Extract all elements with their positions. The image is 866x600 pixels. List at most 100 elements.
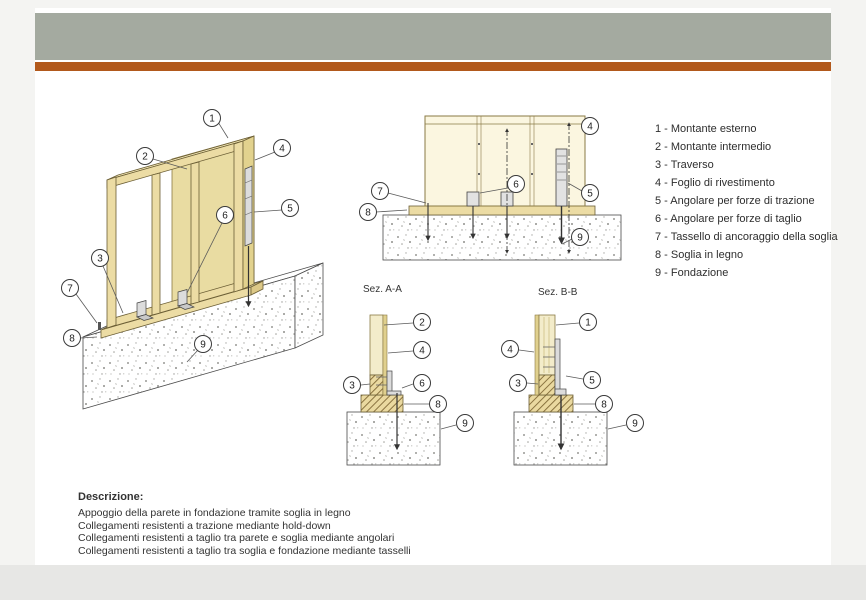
callout-3: 3 [343,376,361,394]
legend-item: 7 - Tassello di ancoraggio della soglia [655,231,838,243]
traverso-section [538,374,556,396]
callout-8: 8 [429,395,447,413]
svg-text:9: 9 [577,233,583,244]
intermediate-stud [190,161,200,305]
callout-9: 9 [571,228,589,246]
svg-text:8: 8 [365,208,371,219]
sill-section [528,394,574,413]
svg-text:2: 2 [419,318,425,329]
svg-text:4: 4 [419,346,425,357]
angle-bracket-elevation [466,191,480,240]
bottom-strip [0,565,866,600]
section-label-aa: Sez. A-A [363,284,402,295]
header-band-gray [35,13,831,60]
angle-bracket-iso [136,300,154,321]
callout-9: 9 [626,414,644,432]
callout-9: 9 [194,335,212,353]
legend-item: 8 - Soglia in legno [655,249,744,261]
svg-text:1: 1 [585,318,591,329]
callout-4: 4 [273,139,291,157]
angle-bracket-section [376,370,402,451]
callout-7: 7 [61,279,79,297]
legend-item: 3 - Traverso [655,159,714,171]
svg-text:7: 7 [67,284,73,295]
svg-text:3: 3 [515,379,521,390]
callout-3: 3 [91,249,109,267]
description-block: Descrizione: Appoggio della parete in fo… [78,491,638,557]
svg-text:8: 8 [601,400,607,411]
callout-4: 4 [581,117,599,135]
anchor-dowel-iso [98,322,101,330]
svg-text:5: 5 [287,204,293,215]
svg-text:1: 1 [209,114,215,125]
svg-text:6: 6 [419,379,425,390]
stud-section [369,314,384,376]
section-bb-view: 1 4 3 5 8 9 [501,313,644,466]
wall-frame-iso [106,135,255,329]
callout-6: 6 [216,206,234,224]
hold-down-section [543,338,567,451]
intermediate-stud [151,172,161,316]
header-band-orange [35,62,831,71]
left-stud [106,176,117,329]
angle-bracket-iso [177,289,195,310]
svg-text:4: 4 [507,345,513,356]
callout-9: 9 [456,414,474,432]
svg-text:4: 4 [587,122,593,133]
callout-1: 1 [579,313,597,331]
callout-7: 7 [371,182,389,200]
svg-text:5: 5 [587,189,593,200]
svg-text:9: 9 [632,419,638,430]
svg-text:3: 3 [97,254,103,265]
svg-text:5: 5 [589,376,595,387]
svg-text:8: 8 [69,334,75,345]
foundation-section [346,411,441,466]
callout-8: 8 [359,203,377,221]
svg-text:8: 8 [435,400,441,411]
callout-3: 3 [509,374,527,392]
callout-6: 6 [413,374,431,392]
svg-text:9: 9 [462,419,468,430]
sheathing-section [382,314,388,396]
description-line: Collegamenti resistenti a trazione media… [78,519,331,532]
isometric-view: 1 2 4 5 6 3 7 8 9 [61,109,324,410]
callout-6: 6 [507,175,525,193]
svg-text:6: 6 [222,211,228,222]
svg-text:2: 2 [142,152,148,163]
stud-section [538,314,556,376]
callout-5: 5 [583,371,601,389]
sill-elevation [408,205,596,216]
hold-down-iso [244,165,253,308]
elevation-view: 4 6 5 7 8 9 [359,115,622,261]
legend-item: 4 - Foglio di rivestimento [655,177,775,189]
legend-item: 2 - Montante intermedio [655,141,772,153]
legend-item: 9 - Fondazione [655,267,729,279]
svg-text:7: 7 [377,187,383,198]
section-aa-view: 2 4 3 6 8 9 [343,313,474,466]
sheathing-section [534,314,540,396]
svg-text:4: 4 [279,144,285,155]
callout-4: 4 [501,340,519,358]
svg-text:6: 6 [513,180,519,191]
legend-item: 5 - Angolare per forze di trazione [655,195,815,207]
svg-text:3: 3 [349,381,355,392]
right-stud [233,140,244,293]
callout-2: 2 [413,313,431,331]
callout-8: 8 [595,395,613,413]
slide-canvas: 1 2 4 5 6 3 7 8 9 [35,8,838,565]
svg-text:9: 9 [200,340,206,351]
callout-2: 2 [136,147,154,165]
callout-1: 1 [203,109,221,127]
legend-item: 6 - Angolare per forze di taglio [655,213,802,225]
technical-drawing: 1 2 4 5 6 3 7 8 9 [61,109,644,466]
section-label-bb: Sez. B-B [538,287,578,298]
callout-5: 5 [281,199,299,217]
description-line: Collegamenti resistenti a taglio tra par… [78,532,395,544]
callout-8: 8 [63,329,81,347]
legend: 1 - Montante esterno 2 - Montante interm… [655,120,855,282]
callout-5: 5 [581,184,599,202]
description-line: Collegamenti resistenti a taglio tra sog… [78,544,411,557]
description-line: Appoggio della parete in fondazione tram… [78,507,351,519]
callout-4: 4 [413,341,431,359]
legend-item: 1 - Montante esterno [655,123,757,135]
